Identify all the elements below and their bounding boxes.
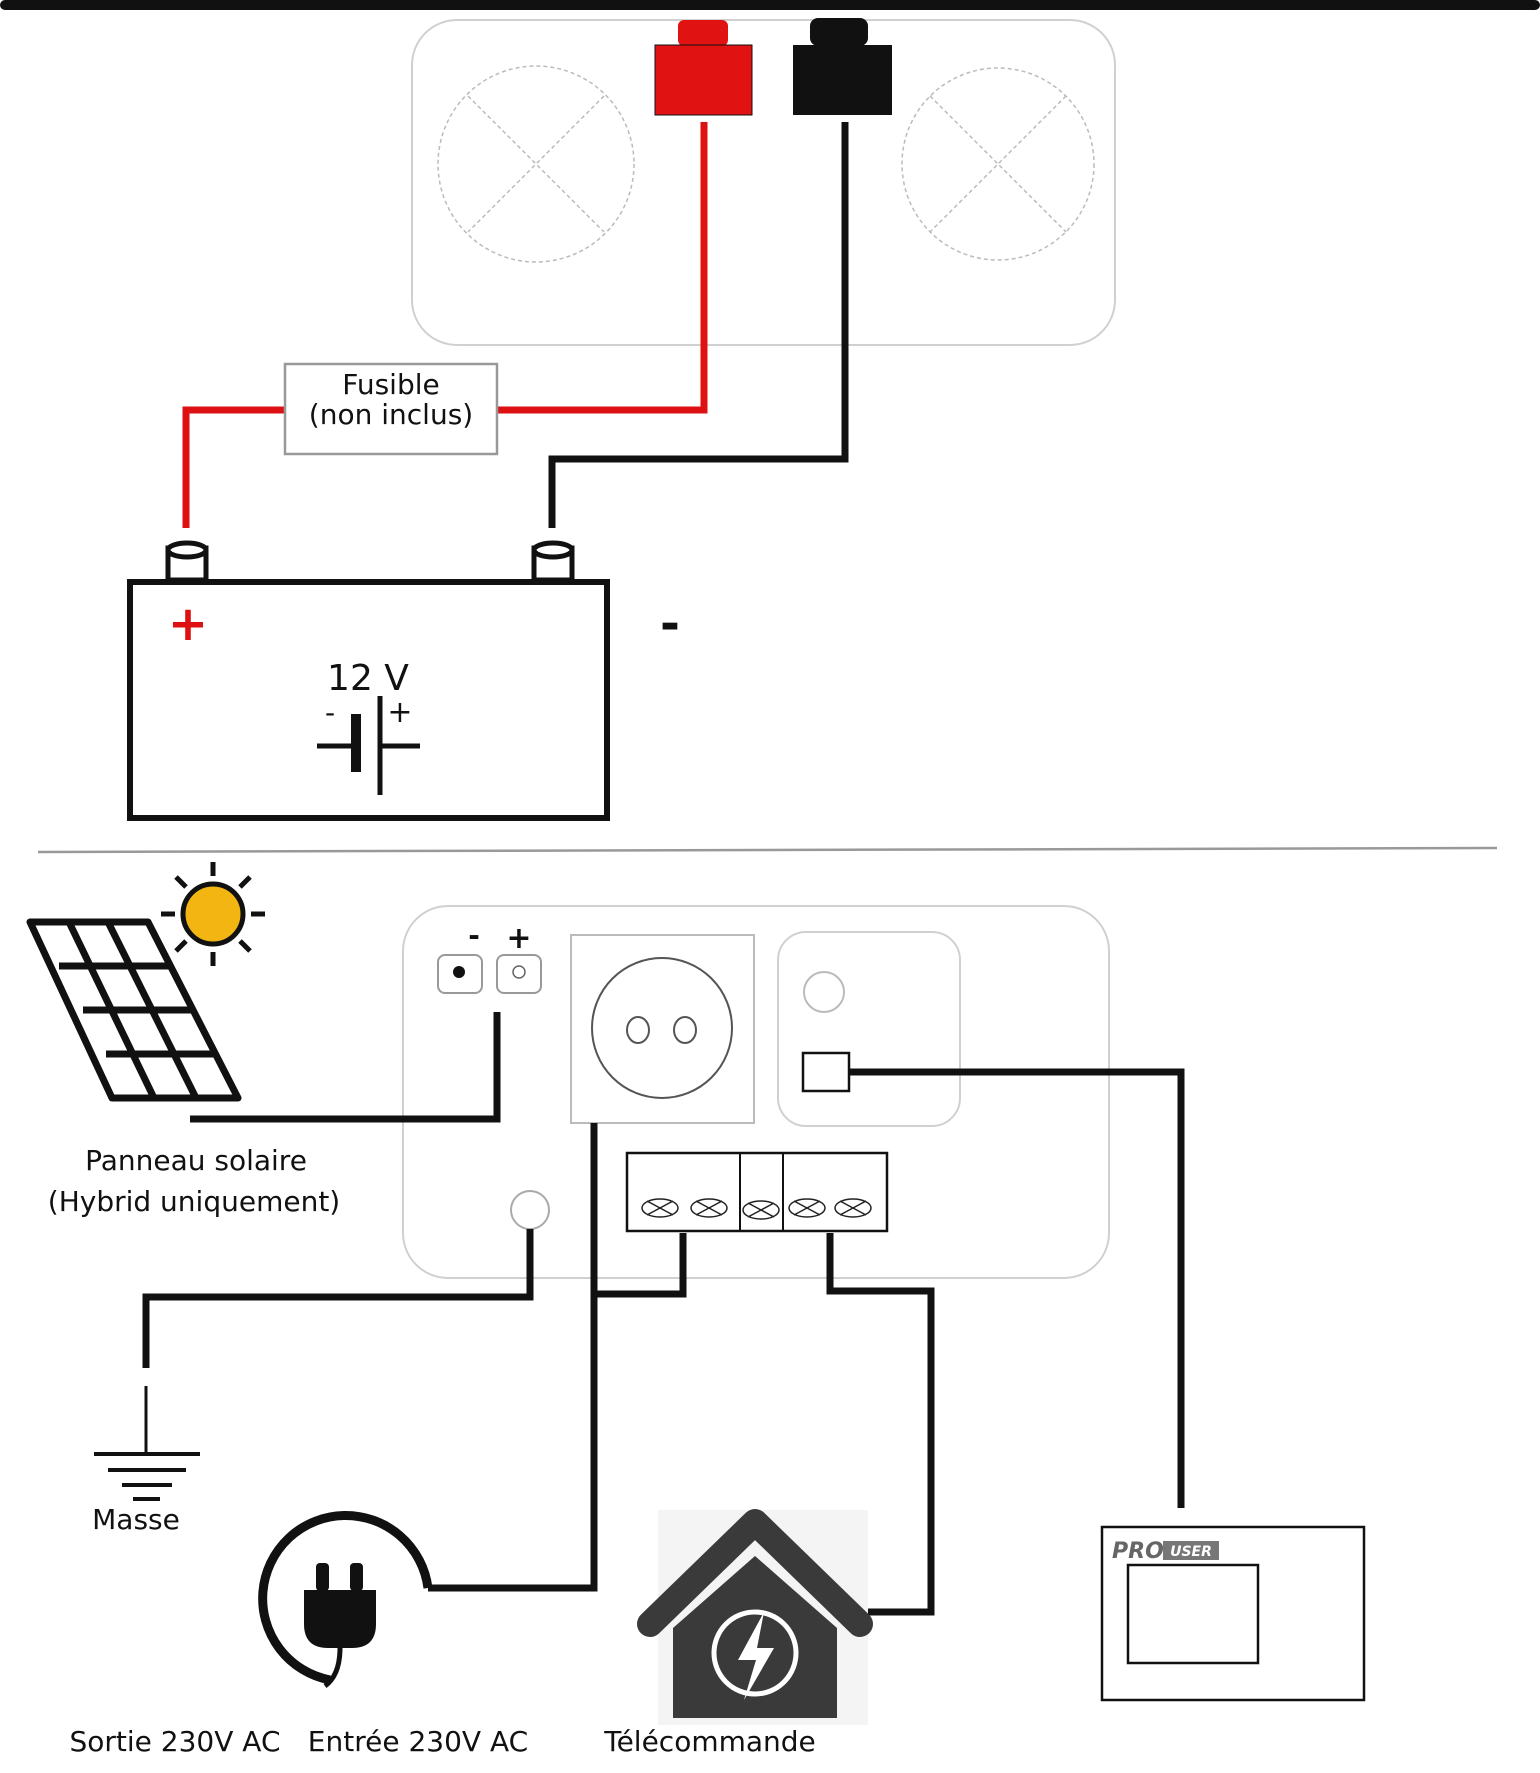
output-ac-wire	[428, 1123, 598, 1592]
remote-brand-suffix: USER	[1170, 1544, 1212, 1560]
solar-input-minus-icon	[437, 954, 483, 994]
solar-input-minus-label: -	[468, 919, 480, 952]
solar-wire	[190, 1012, 501, 1123]
house-icon	[637, 1509, 873, 1725]
screw-terminal-icon	[788, 1198, 826, 1218]
battery-symbol-minus: -	[325, 696, 335, 729]
remote-screen	[1126, 1563, 1260, 1665]
battery-post-positive-icon	[165, 540, 209, 583]
ground-label: Masse	[92, 1503, 180, 1536]
inverter-back-panel	[411, 18, 1116, 346]
screw-terminal-icon	[742, 1200, 780, 1220]
remote-label: Télécommande	[603, 1725, 816, 1758]
battery-post-negative-icon	[531, 540, 575, 583]
input-ac-label: Entrée 230V AC	[308, 1725, 528, 1758]
solar-panel-icon	[26, 918, 242, 1102]
section-divider	[37, 846, 1498, 854]
screw-terminal-icon	[834, 1198, 872, 1218]
indicator-led-icon	[803, 971, 845, 1013]
battery-plus-sign: +	[168, 596, 208, 652]
solar-input-plus-label: +	[506, 921, 531, 956]
remote-brand-logo: PRO	[1112, 1539, 1164, 1564]
fuse-label-line2: (non inclus)	[309, 398, 473, 431]
ac-socket-icon	[570, 934, 755, 1124]
remote-port-icon	[801, 1051, 851, 1093]
ground-wire	[142, 1229, 534, 1368]
battery: + 12 V - +	[127, 540, 610, 821]
remote-port-panel	[777, 931, 961, 1127]
positive-wire	[497, 122, 708, 414]
top-bar	[0, 0, 1540, 10]
screw-terminal-icon	[641, 1198, 679, 1218]
remote-control: PRO USER	[1100, 1525, 1366, 1702]
battery-symbol-plus: +	[387, 695, 412, 730]
output-ac-label: Sortie 230V AC	[69, 1725, 280, 1758]
fan-left-icon	[437, 65, 635, 263]
screw-terminal-icon	[690, 1198, 728, 1218]
fuse: Fusible (non inclus)	[283, 362, 499, 456]
remote-brand-badge	[1163, 1541, 1219, 1560]
remote-wire	[849, 1068, 1185, 1508]
terminal-block	[625, 1151, 889, 1233]
sun-icon	[161, 862, 265, 966]
negative-wire	[548, 122, 849, 528]
battery-voltage: 12 V	[327, 658, 409, 699]
battery-side-minus: -	[660, 596, 680, 652]
fan-right-icon	[901, 67, 1095, 261]
negative-terminal-icon	[793, 18, 892, 115]
fuse-label-line1: Fusible	[342, 368, 439, 401]
terminal-to-ac-wire	[594, 1233, 687, 1298]
solar-panel-label-line2: (Hybrid uniquement)	[48, 1185, 340, 1218]
input-ac-wire	[826, 1233, 935, 1616]
ground-terminal-icon	[510, 1190, 550, 1230]
solar-input-plus-icon	[496, 954, 542, 994]
battery-symbol-icon	[317, 696, 420, 795]
solar-panel-label-line1: Panneau solaire	[85, 1144, 307, 1177]
positive-terminal-icon	[654, 20, 753, 116]
inverter-front-panel: - +	[402, 905, 1110, 1279]
positive-wire-to-battery	[182, 406, 285, 528]
plug-icon	[258, 1510, 433, 1689]
ground-symbol-icon	[94, 1386, 200, 1501]
